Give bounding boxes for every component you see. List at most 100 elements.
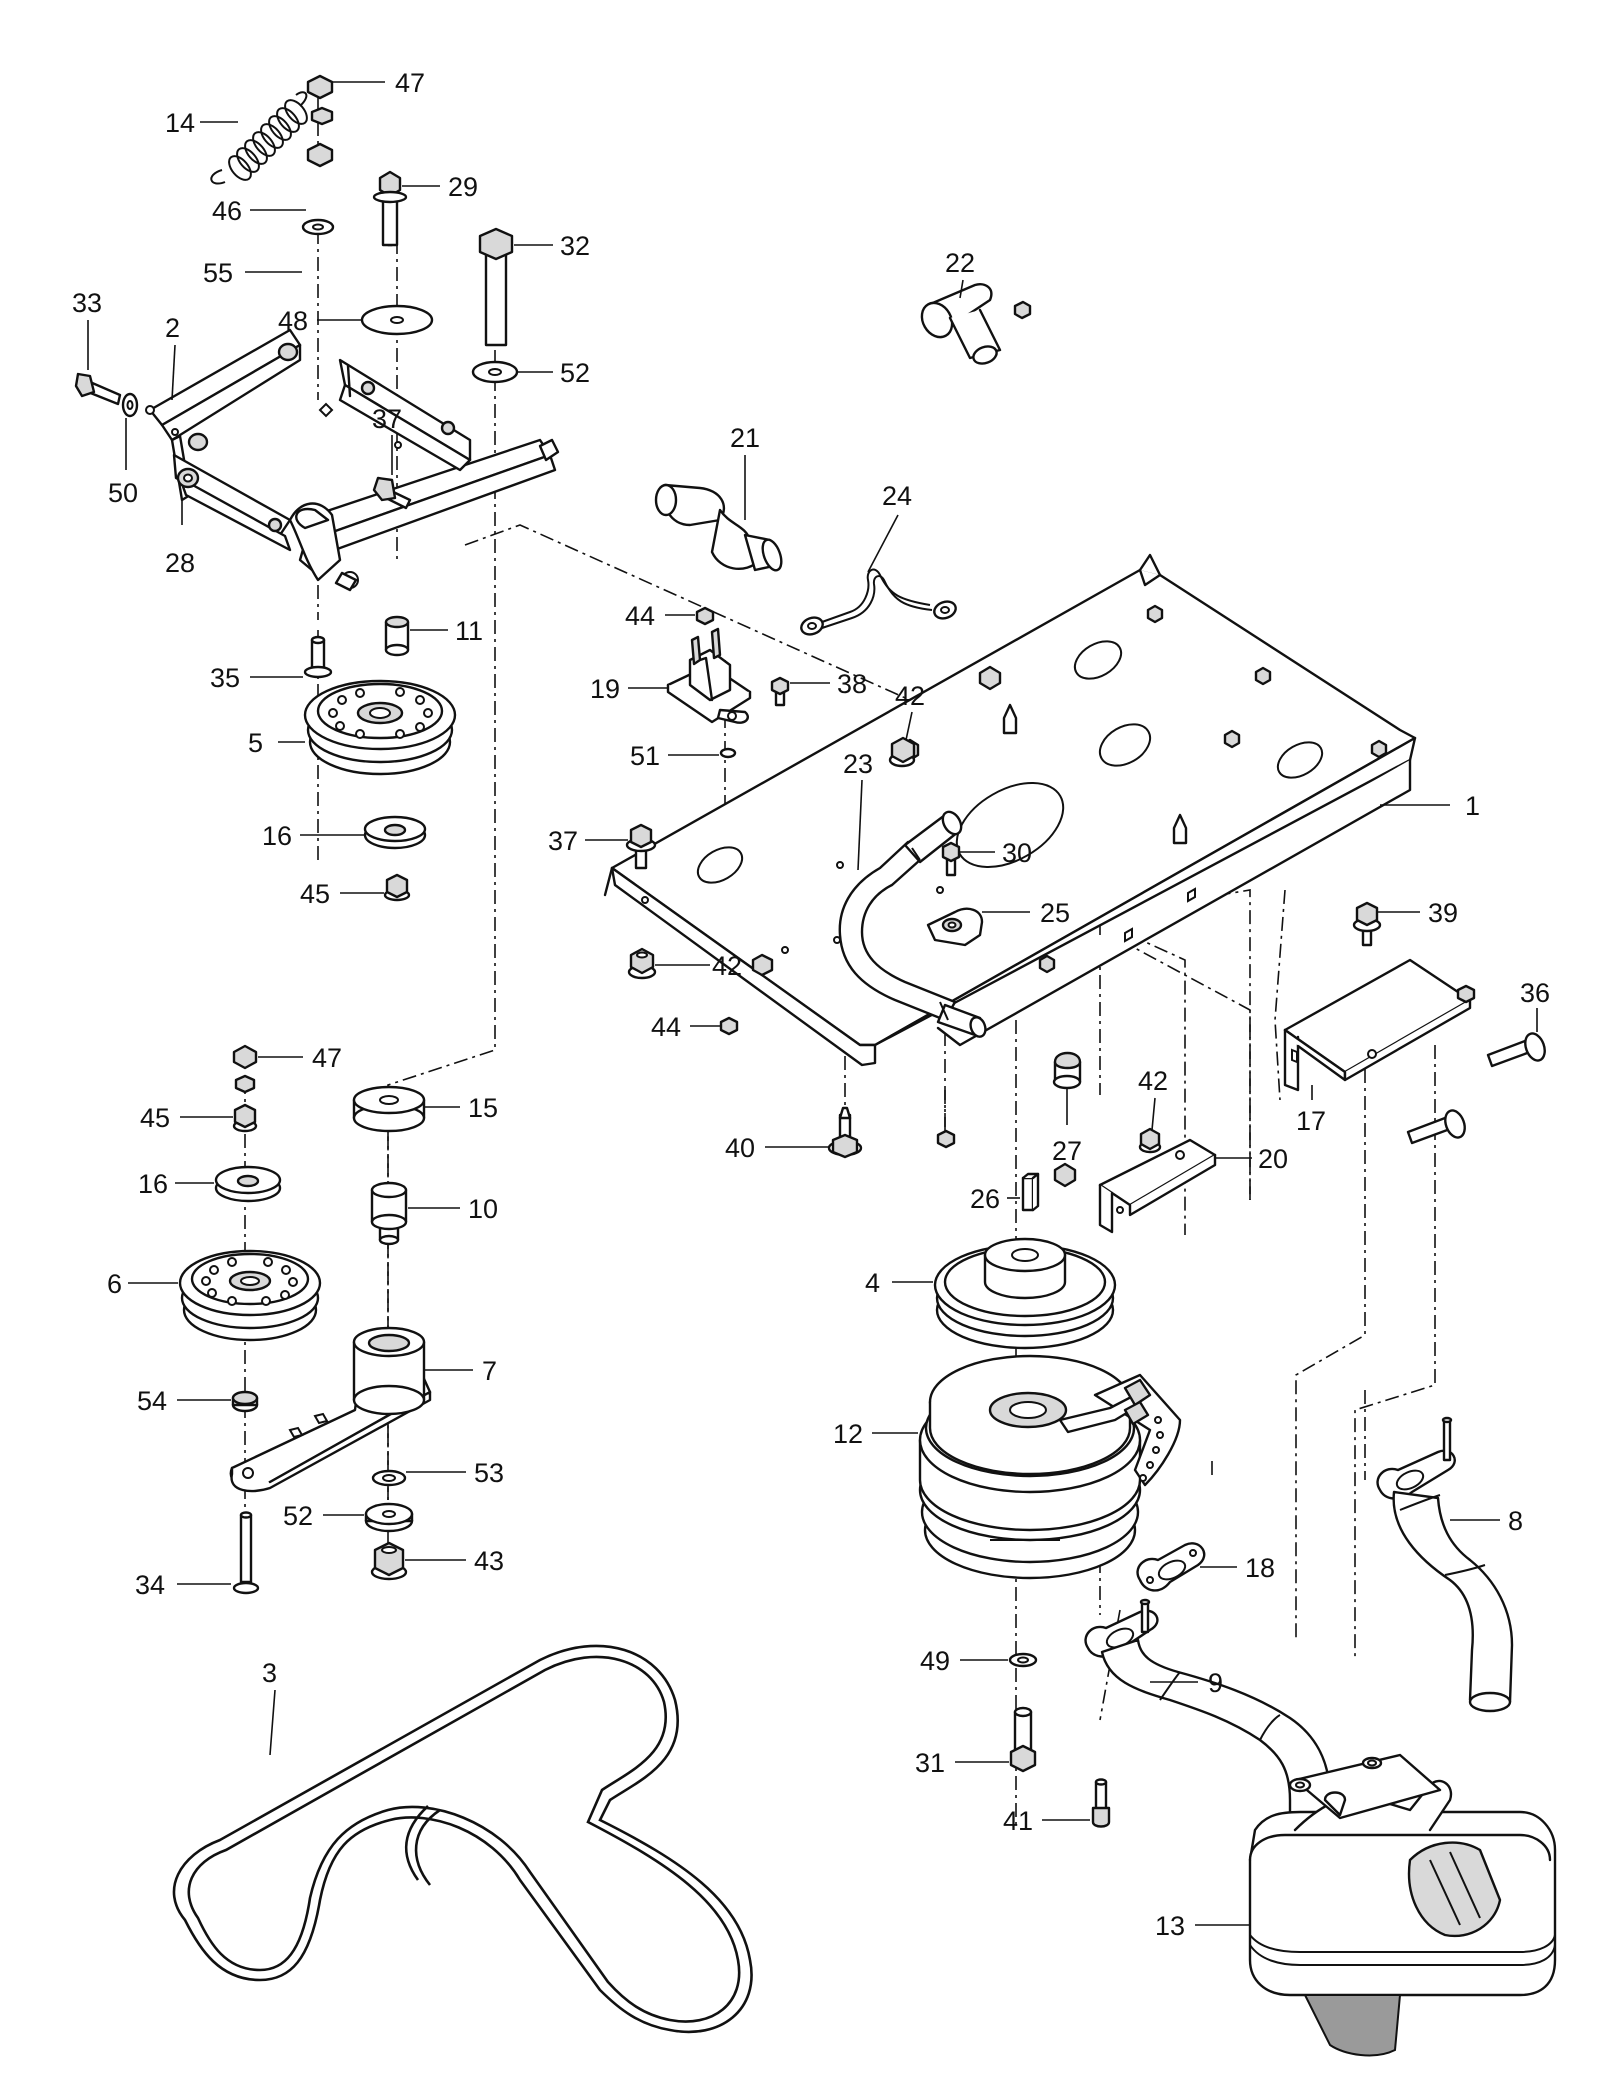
callout-16: 16 bbox=[138, 1169, 168, 1199]
pulley-cover-part bbox=[363, 815, 427, 850]
callout-28: 28 bbox=[165, 548, 195, 578]
callout-13: 13 bbox=[1155, 1911, 1185, 1941]
callout-35: 35 bbox=[210, 663, 240, 693]
washer-part bbox=[231, 1390, 259, 1413]
callout-4: 4 bbox=[865, 1268, 880, 1298]
callout-24: 24 bbox=[882, 481, 912, 511]
clutch-stop-bracket-part bbox=[1098, 1138, 1217, 1234]
callout-17: 17 bbox=[1296, 1106, 1326, 1136]
callout-54: 54 bbox=[137, 1386, 167, 1416]
callout-42: 42 bbox=[712, 951, 742, 981]
terminal-boot-part bbox=[920, 283, 1032, 365]
flange-bolt-part bbox=[827, 1106, 863, 1159]
callout-50: 50 bbox=[108, 478, 138, 508]
carriage-bolt-part bbox=[1406, 1109, 1466, 1145]
callout-19: 19 bbox=[590, 674, 620, 704]
plug-part bbox=[1052, 1051, 1082, 1090]
nut-part bbox=[695, 606, 715, 626]
bushing-part bbox=[384, 615, 410, 657]
callout-53: 53 bbox=[474, 1458, 504, 1488]
electric-clutch-part bbox=[918, 1354, 1182, 1580]
callout-11: 11 bbox=[455, 616, 483, 646]
nut-part bbox=[232, 1044, 258, 1094]
bolt-part bbox=[74, 372, 139, 418]
screw-part bbox=[941, 841, 961, 877]
callout-45: 45 bbox=[140, 1103, 170, 1133]
callout-16: 16 bbox=[262, 821, 292, 851]
callout-42: 42 bbox=[895, 681, 925, 711]
callout-22: 22 bbox=[945, 248, 975, 278]
callout-14: 14 bbox=[165, 108, 195, 138]
flange-nut-part bbox=[627, 947, 657, 980]
callout-49: 49 bbox=[920, 1646, 950, 1676]
callout-1: 1 bbox=[1465, 791, 1480, 821]
drive-belt-part bbox=[172, 1644, 753, 2034]
callout-8: 8 bbox=[1508, 1506, 1523, 1536]
exhaust-gasket-part bbox=[1136, 1542, 1206, 1592]
callout-46: 46 bbox=[212, 196, 242, 226]
callout-44: 44 bbox=[651, 1012, 681, 1042]
callout-45: 45 bbox=[300, 879, 330, 909]
ground-wire-part bbox=[800, 568, 957, 636]
callout-26: 26 bbox=[970, 1184, 1000, 1214]
callout-7: 7 bbox=[482, 1356, 497, 1386]
nut-part bbox=[936, 1129, 956, 1149]
callout-43: 43 bbox=[474, 1546, 504, 1576]
callout-38: 38 bbox=[837, 669, 867, 699]
flange-bolt-part bbox=[625, 823, 657, 870]
callout-6: 6 bbox=[107, 1269, 122, 1299]
idler-bracket-part bbox=[145, 328, 560, 592]
callout-21: 21 bbox=[730, 423, 760, 453]
idler-pulley-part bbox=[303, 679, 457, 776]
idler-pulley-part bbox=[178, 1249, 322, 1342]
callout-41: 41 bbox=[1003, 1806, 1033, 1836]
flange-nut-part bbox=[232, 1103, 258, 1133]
callout-37: 37 bbox=[372, 404, 402, 434]
callout-52: 52 bbox=[560, 358, 590, 388]
nut-part bbox=[1053, 1162, 1077, 1188]
callout-31: 31 bbox=[915, 1748, 945, 1778]
washer-part bbox=[360, 304, 434, 336]
callout-52: 52 bbox=[283, 1501, 313, 1531]
clutch-bolt-part bbox=[1009, 1706, 1037, 1773]
callout-33: 33 bbox=[72, 288, 102, 318]
washer-part bbox=[371, 1469, 407, 1487]
key-part bbox=[1021, 1172, 1040, 1212]
callout-labels: 14 47 29 46 32 55 33 2 48 52 22 37 bbox=[72, 68, 1550, 1941]
callout-23: 23 bbox=[843, 749, 873, 779]
callout-2: 2 bbox=[165, 313, 180, 343]
callout-29: 29 bbox=[448, 172, 478, 202]
pin-part bbox=[232, 1511, 260, 1595]
pulley-cover-part bbox=[214, 1165, 282, 1203]
callout-48: 48 bbox=[278, 306, 308, 336]
washer-part bbox=[364, 1502, 414, 1533]
callout-32: 32 bbox=[560, 231, 590, 261]
idler-arm-part bbox=[229, 1326, 432, 1493]
long-bolt-part bbox=[478, 227, 514, 347]
callout-5: 5 bbox=[248, 728, 263, 758]
callout-3: 3 bbox=[262, 1658, 277, 1688]
flange-nut-part bbox=[370, 1541, 408, 1581]
callout-12: 12 bbox=[833, 1419, 863, 1449]
nut-part bbox=[301, 74, 335, 236]
callout-25: 25 bbox=[1040, 898, 1070, 928]
lock-washer-part bbox=[1008, 1652, 1038, 1668]
bushing-part bbox=[370, 1181, 408, 1246]
callout-40: 40 bbox=[725, 1133, 755, 1163]
callout-39: 39 bbox=[1428, 898, 1458, 928]
callout-18: 18 bbox=[1245, 1553, 1275, 1583]
mounting-plate-part bbox=[603, 553, 1417, 1067]
callout-30: 30 bbox=[1002, 838, 1032, 868]
callout-37: 37 bbox=[548, 826, 578, 856]
callout-34: 34 bbox=[135, 1570, 165, 1600]
assembly-centerlines bbox=[244, 95, 1436, 1830]
callout-42: 42 bbox=[1138, 1066, 1168, 1096]
muffler-part bbox=[1248, 1753, 1557, 2057]
callout-47: 47 bbox=[395, 68, 425, 98]
solenoid-part bbox=[666, 627, 752, 724]
screw-part bbox=[1091, 1778, 1111, 1828]
fuel-line-boot-part bbox=[654, 483, 783, 572]
callout-36: 36 bbox=[1520, 978, 1550, 1008]
callout-55: 55 bbox=[203, 258, 233, 288]
